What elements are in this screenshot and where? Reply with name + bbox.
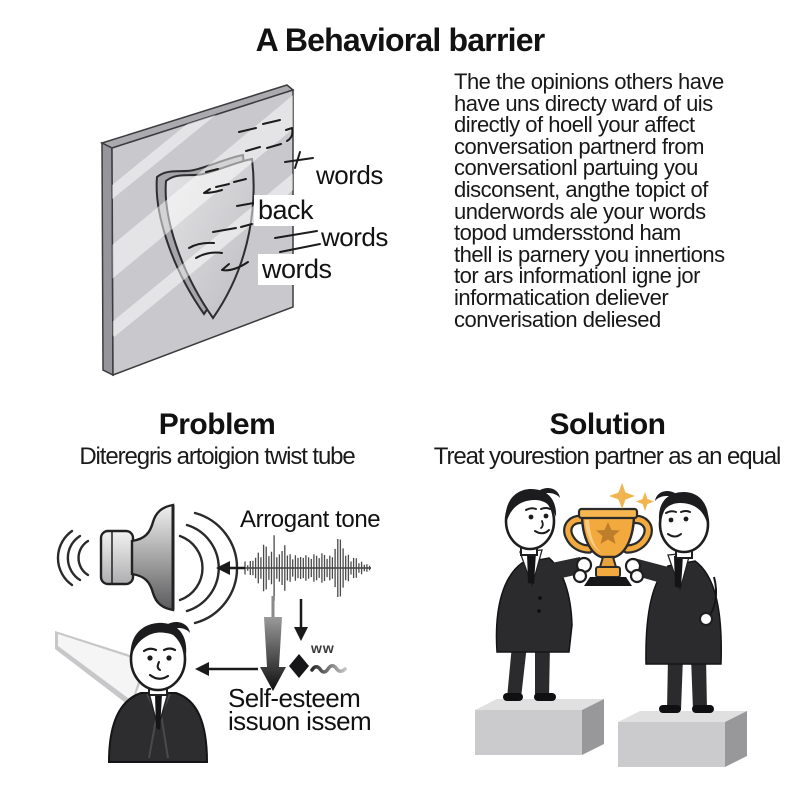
problem-illustration <box>55 503 371 763</box>
solution-subtitle: Treat yourestion partner as an equal <box>433 443 782 470</box>
label-words-1: words <box>316 160 383 190</box>
solution-illustration <box>475 483 747 767</box>
businessman-right <box>630 490 723 713</box>
label-words-3: words <box>258 254 336 285</box>
hands-on-trophy <box>572 556 645 584</box>
trophy-star <box>596 522 620 544</box>
sparkle-icon <box>609 483 635 509</box>
pedestal-right <box>618 711 747 767</box>
arrow-down-thick <box>260 617 286 691</box>
solution-heading: Solution <box>549 408 666 441</box>
businessman-left <box>495 487 584 701</box>
label-back: back <box>254 195 318 226</box>
squiggle-line <box>310 664 347 674</box>
megaphone-icon <box>56 503 239 625</box>
label-ww: ww <box>311 640 335 656</box>
listener-person <box>55 622 209 763</box>
sparkle-icon <box>636 492 654 511</box>
trophy-icon <box>563 507 653 586</box>
problem-heading: Problem <box>158 408 276 441</box>
page-title: A Behavioral barrier <box>255 22 546 58</box>
label-self-esteem: Self-esteem issuon issem <box>228 683 372 736</box>
arrow-down-small <box>294 599 308 641</box>
label-words-2: words <box>321 222 388 252</box>
arrow-left-to-speaker <box>216 561 245 575</box>
diamond-shape <box>289 654 309 678</box>
description-text: The the opinions others have have uns di… <box>454 69 725 332</box>
label-arrogant-tone: Arrogant tone <box>240 506 381 533</box>
voice-waveform <box>243 535 371 601</box>
problem-subtitle: Diteregris artoigion twist tube <box>79 443 355 470</box>
pedestal-left <box>475 699 604 755</box>
arrow-left-to-person <box>195 662 258 676</box>
sparkles <box>609 483 654 511</box>
